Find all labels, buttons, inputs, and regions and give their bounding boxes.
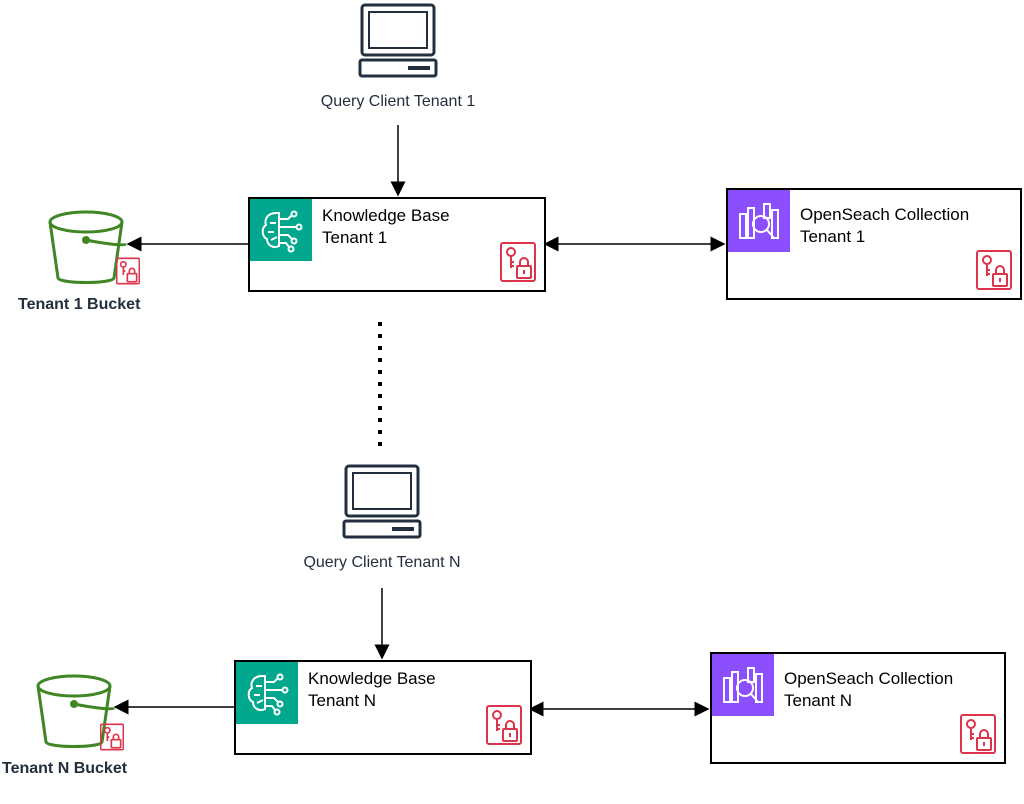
opensearch-icon — [712, 654, 774, 716]
kms-key-lock-icon — [100, 723, 124, 751]
os-label: OpenSeach Collection Tenant 1 — [800, 205, 970, 246]
kb-label: Knowledge Base Tenant N — [308, 669, 436, 710]
desktop-icon — [358, 3, 438, 78]
opensearch-collection-tenant-1[interactable]: OpenSeach Collection Tenant 1 — [726, 188, 1022, 300]
s3-bucket-icon — [36, 674, 116, 748]
query-client-tenant-n: Query Client Tenant N — [282, 463, 482, 572]
query-client-tenant-1: Query Client Tenant 1 — [298, 2, 498, 111]
knowledge-base-tenant-n[interactable]: Knowledge Base Tenant N — [234, 660, 532, 755]
opensearch-collection-tenant-n[interactable]: OpenSeach Collection Tenant N — [710, 652, 1006, 764]
kb-label: Knowledge Base Tenant 1 — [322, 206, 450, 247]
client-label: Query Client Tenant N — [303, 554, 461, 571]
kms-key-lock-icon — [486, 705, 522, 745]
bucket-label: Tenant 1 Bucket — [18, 296, 141, 313]
kms-key-lock-icon — [960, 714, 996, 754]
os-label: OpenSeach Collection Tenant N — [784, 669, 954, 710]
knowledge-base-tenant-1[interactable]: Knowledge Base Tenant 1 — [248, 197, 546, 292]
kms-key-lock-icon — [116, 257, 140, 285]
opensearch-icon — [728, 190, 790, 252]
kms-key-lock-icon — [976, 250, 1012, 290]
client-label: Query Client Tenant 1 — [320, 93, 476, 110]
bedrock-brain-icon — [250, 199, 312, 261]
bedrock-brain-icon — [236, 662, 298, 724]
kms-key-lock-icon — [500, 242, 536, 282]
s3-bucket-icon — [48, 210, 128, 284]
desktop-icon — [342, 464, 422, 539]
bucket-label: Tenant N Bucket — [2, 760, 128, 777]
